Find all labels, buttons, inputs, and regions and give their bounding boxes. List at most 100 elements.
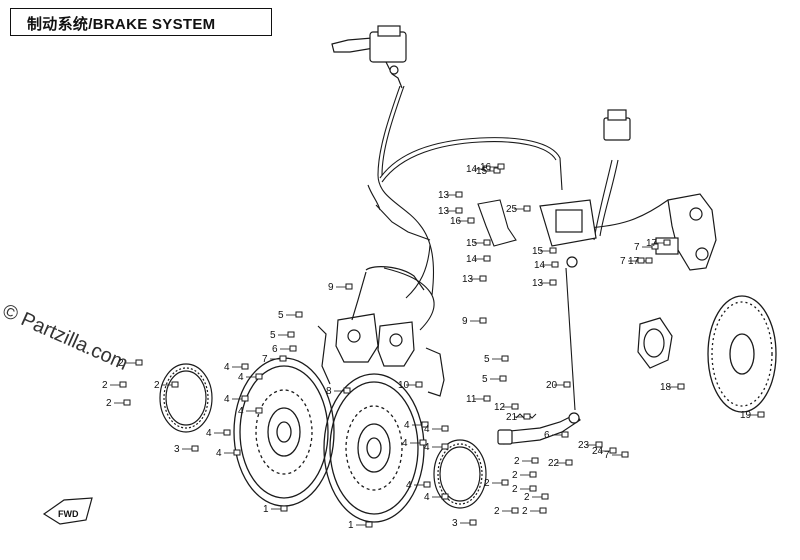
front-master-cylinder [331, 25, 407, 89]
hardware-marker [455, 207, 463, 214]
callout-label: 18 [660, 382, 672, 393]
rear-brake-disc [707, 295, 777, 413]
callout-label: 4 [424, 424, 430, 435]
hardware-marker [595, 441, 603, 448]
hardware-marker [637, 257, 645, 264]
callout-label: 17 [628, 256, 640, 267]
callout-label: 4 [216, 448, 222, 459]
hardware-marker [223, 429, 231, 436]
callout-label: 2 [154, 380, 160, 391]
callout-label: 14 [466, 254, 478, 265]
abs-tone-ring-right [433, 439, 487, 509]
callout-label: 5 [270, 330, 276, 341]
hardware-marker [483, 239, 491, 246]
hardware-marker [561, 431, 569, 438]
callout-label: 4 [238, 372, 244, 383]
callout-label: 11 [466, 394, 477, 405]
callout-label: 1 [263, 504, 269, 515]
hardware-marker [549, 247, 557, 254]
hardware-marker [419, 439, 427, 446]
callout-label: 3 [174, 444, 180, 455]
hardware-marker [441, 425, 449, 432]
callout-label: 2 [524, 492, 530, 503]
callout-label: 15 [466, 238, 478, 249]
callout-label: 2 [512, 470, 518, 481]
hardware-marker [255, 373, 263, 380]
hardware-markers [119, 163, 765, 528]
hardware-marker [609, 447, 617, 454]
hardware-marker [171, 381, 179, 388]
hardware-marker [441, 493, 449, 500]
brake-disc-right [323, 373, 425, 523]
hardware-marker [523, 413, 531, 420]
callout-label: 4 [404, 420, 410, 431]
hardware-marker [499, 375, 507, 382]
hardware-marker [423, 481, 431, 488]
callout-label: 13 [438, 206, 450, 217]
hardware-marker [645, 257, 653, 264]
hardware-marker [677, 383, 685, 390]
hardware-marker [441, 443, 449, 450]
callout-label: 7 [262, 354, 268, 365]
hardware-marker [563, 381, 571, 388]
hardware-marker [565, 459, 573, 466]
callout-label: 4 [424, 442, 430, 453]
callout-label: 19 [740, 410, 752, 421]
callout-label: 2 [102, 380, 108, 391]
hardware-marker [233, 449, 241, 456]
hardware-marker [511, 403, 519, 410]
callout-label: 8 [326, 386, 332, 397]
hardware-marker [479, 275, 487, 282]
callout-label: 4 [402, 438, 408, 449]
hardware-marker [343, 387, 351, 394]
hardware-marker [621, 451, 629, 458]
title-box: 制动系统/BRAKE SYSTEM [10, 8, 272, 36]
hardware-marker [493, 167, 501, 174]
hardware-marker [289, 345, 297, 352]
callout-label: 4 [224, 394, 230, 405]
hardware-marker [345, 283, 353, 290]
callout-label: 1 [348, 520, 354, 531]
callout-label: 22 [548, 458, 560, 469]
brake-disc-left [233, 357, 335, 507]
hardware-marker [415, 381, 423, 388]
hardware-marker [551, 261, 559, 268]
hardware-marker [191, 445, 199, 452]
callout-label: 5 [484, 354, 490, 365]
callout-label: 4 [406, 480, 412, 491]
callout-label: 4 [206, 428, 212, 439]
hardware-marker [497, 163, 505, 170]
callout-label: 2 [484, 478, 490, 489]
hardware-marker [549, 279, 557, 286]
callout-label: 6 [544, 430, 550, 441]
hardware-marker [479, 317, 487, 324]
callout-label: 7 [604, 450, 610, 461]
hardware-marker [651, 243, 659, 250]
diagram-title: 制动系统/BRAKE SYSTEM [27, 16, 216, 33]
callout-label: 15 [476, 166, 488, 177]
callout-label: 21 [506, 412, 518, 423]
hardware-marker [123, 399, 131, 406]
hardware-marker [541, 493, 549, 500]
brake-lines [367, 85, 669, 411]
callout-label: 7 [620, 256, 626, 267]
hardware-marker [483, 165, 491, 172]
callout-label: 2 [522, 506, 528, 517]
hardware-marker [421, 421, 429, 428]
callout-label: 2 [512, 484, 518, 495]
fwd-arrow: FWD [42, 497, 93, 525]
hardware-marker [663, 239, 671, 246]
callout-label: 4 [424, 492, 430, 503]
callout-label: 5 [482, 374, 488, 385]
hardware-marker [529, 471, 537, 478]
hardware-marker [529, 485, 537, 492]
hardware-marker [511, 507, 519, 514]
callout-label: 5 [278, 310, 284, 321]
abs-tone-ring-left [159, 363, 213, 433]
hardware-marker [483, 395, 491, 402]
hardware-marker [255, 407, 263, 414]
hardware-marker [287, 331, 295, 338]
callout-label: 14 [534, 260, 546, 271]
